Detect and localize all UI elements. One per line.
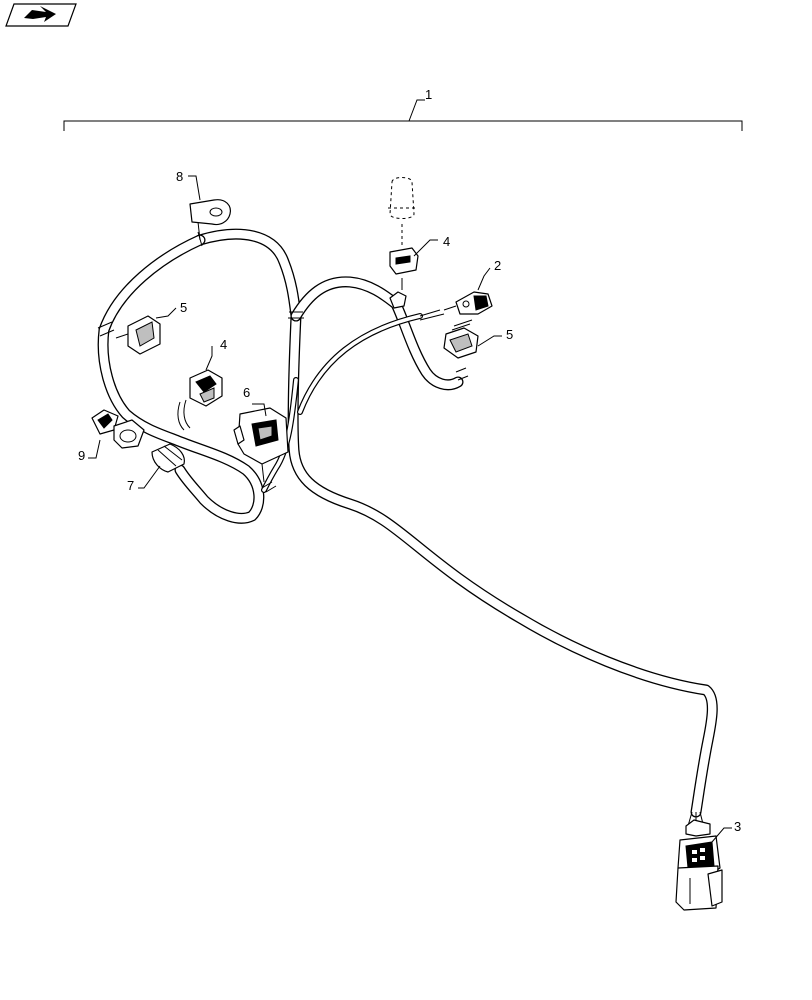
- harness-cable: [97, 228, 718, 818]
- connector-3: [675, 811, 723, 911]
- callout-5-right: 5: [506, 327, 513, 342]
- connector-9: [91, 409, 145, 449]
- callout-4-left: 4: [220, 337, 227, 352]
- clip-8: [189, 199, 231, 241]
- connector-4-top: [388, 177, 419, 309]
- connector-5-right: [443, 319, 479, 359]
- harness-bracket: [63, 99, 743, 131]
- callout-9: 9: [78, 448, 85, 463]
- callout-2: 2: [494, 258, 501, 273]
- leader-lines: [88, 175, 732, 843]
- callout-1: 1: [425, 87, 432, 102]
- view-arrow-icon[interactable]: [5, 3, 77, 27]
- connector-2: [443, 291, 493, 315]
- callout-5-left: 5: [180, 300, 187, 315]
- connector-5-left: [115, 315, 161, 355]
- callout-8: 8: [176, 169, 183, 184]
- connector-6: [233, 407, 289, 483]
- connector-4-left: [189, 369, 223, 407]
- callout-3: 3: [734, 819, 741, 834]
- callout-4-top: 4: [443, 234, 450, 249]
- callout-6: 6: [243, 385, 250, 400]
- callout-7: 7: [127, 478, 134, 493]
- connector-7: [151, 443, 185, 473]
